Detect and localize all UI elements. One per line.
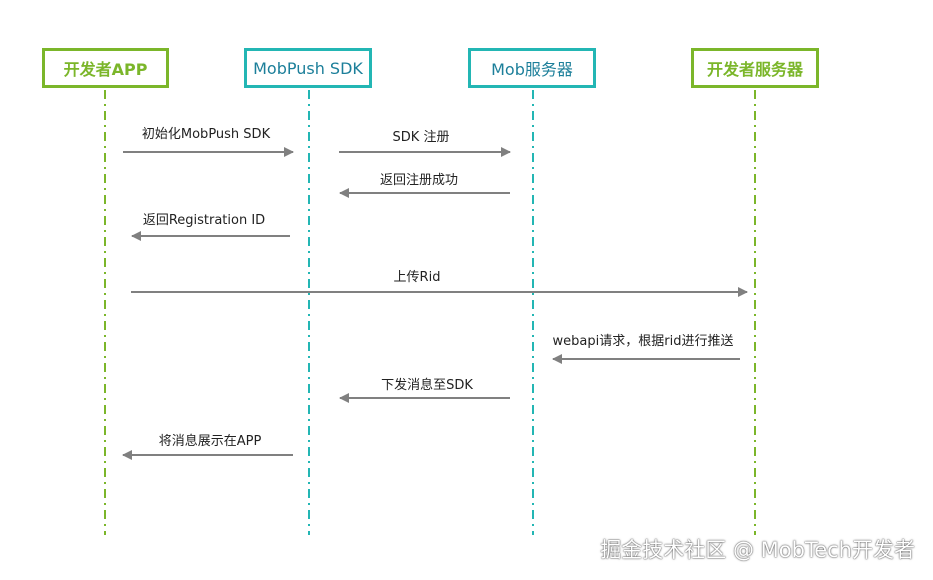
message-label: 将消息展示在APP xyxy=(158,434,262,449)
message-label: 下发消息至SDK xyxy=(381,378,473,393)
message-label: 上传Rid xyxy=(393,270,441,285)
watermark: 掘金技术社区 @ MobTech开发者 xyxy=(600,538,915,562)
message-label: 初始化MobPush SDK xyxy=(141,127,271,142)
actor-developer-app: 开发者APP xyxy=(42,48,169,88)
actor-developer-server: 开发者服务器 xyxy=(691,48,819,88)
actor-mob-server: Mob服务器 xyxy=(468,48,596,88)
message-label: 返回Registration ID xyxy=(142,213,266,228)
actor-mobpush-sdk: MobPush SDK xyxy=(244,48,372,88)
message-label: webapi请求，根据rid进行推送 xyxy=(552,334,734,349)
message-label: SDK 注册 xyxy=(392,130,450,145)
message-label: 返回注册成功 xyxy=(379,173,459,188)
